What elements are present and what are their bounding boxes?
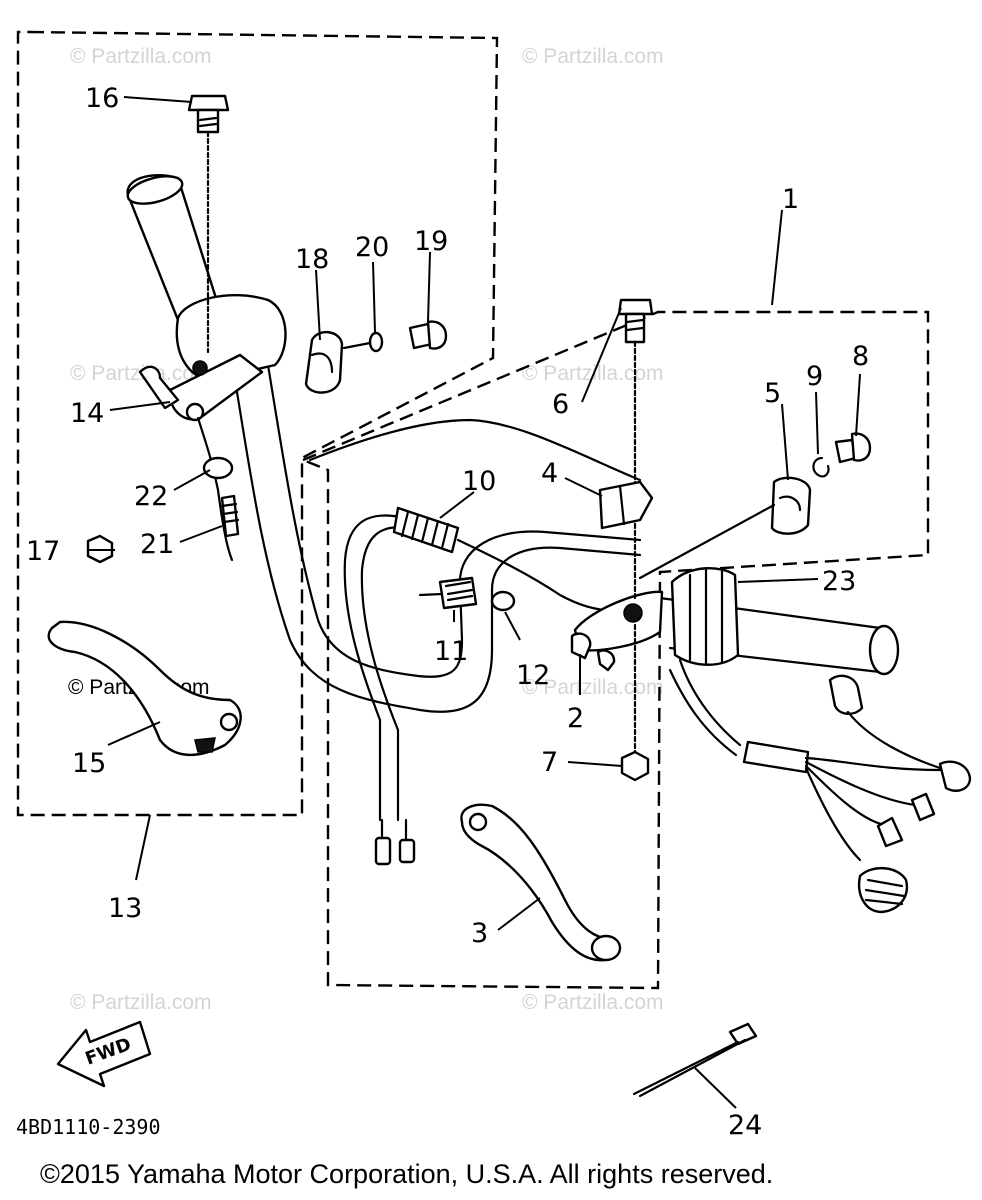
- callout-4: 4: [541, 458, 558, 489]
- handlebar: [233, 363, 900, 713]
- watermark: © Partzilla.com: [70, 991, 212, 1014]
- callout-5: 5: [764, 378, 781, 409]
- callout-7: 7: [541, 747, 558, 778]
- leader-lines: [88, 96, 861, 1109]
- fwd-arrow-icon: FWD: [56, 1020, 152, 1088]
- lever-3: [460, 803, 622, 962]
- callout-14: 14: [70, 398, 104, 429]
- callout-21: 21: [140, 529, 174, 560]
- watermark: © Partzilla.com: [522, 676, 664, 699]
- callout-2: 2: [567, 703, 584, 734]
- bolt-16: [187, 94, 230, 354]
- left-grip-assembly: [86, 173, 287, 564]
- callout-9: 9: [806, 361, 823, 392]
- right-lever-assembly: [570, 298, 872, 782]
- watermark: © Partzilla.com: [70, 45, 212, 68]
- copyright-notice: ©2015 Yamaha Motor Corporation, U.S.A. A…: [40, 1159, 773, 1189]
- diagram-code: 4BD1110-2390: [16, 1115, 161, 1139]
- callout-11: 11: [434, 636, 468, 667]
- callout-22: 22: [134, 481, 168, 512]
- callout-24: 24: [728, 1110, 762, 1141]
- watermark: © Partzilla.com: [522, 45, 664, 68]
- callout-20: 20: [355, 232, 389, 263]
- callout-6: 6: [552, 389, 569, 420]
- callout-18: 18: [295, 244, 329, 275]
- assembly-box-13: [16, 30, 499, 817]
- wiring-harness: [668, 658, 972, 914]
- assembly-box-1: [299, 310, 930, 990]
- cable-tie-24: [632, 1022, 758, 1098]
- callouts: 16 1 20 19 18 8 9 5 6 14 10 4 22 21 17 2…: [26, 83, 869, 1141]
- callout-8: 8: [852, 341, 869, 372]
- lever-15: [47, 620, 242, 757]
- switch-cable-10: [343, 506, 622, 866]
- callout-15: 15: [72, 748, 106, 779]
- callout-3: 3: [471, 918, 488, 949]
- callout-10: 10: [462, 466, 496, 497]
- callout-23: 23: [822, 566, 856, 597]
- callout-13: 13: [108, 893, 142, 924]
- callout-19: 19: [414, 226, 448, 257]
- small-parts-11-12: [418, 576, 516, 612]
- watermark: © Partzilla.com: [522, 991, 664, 1014]
- callout-17: 17: [26, 536, 60, 567]
- clamp-parts-left: [304, 320, 448, 394]
- callout-12: 12: [516, 660, 550, 691]
- callout-1: 1: [782, 184, 799, 215]
- callout-16: 16: [85, 83, 119, 114]
